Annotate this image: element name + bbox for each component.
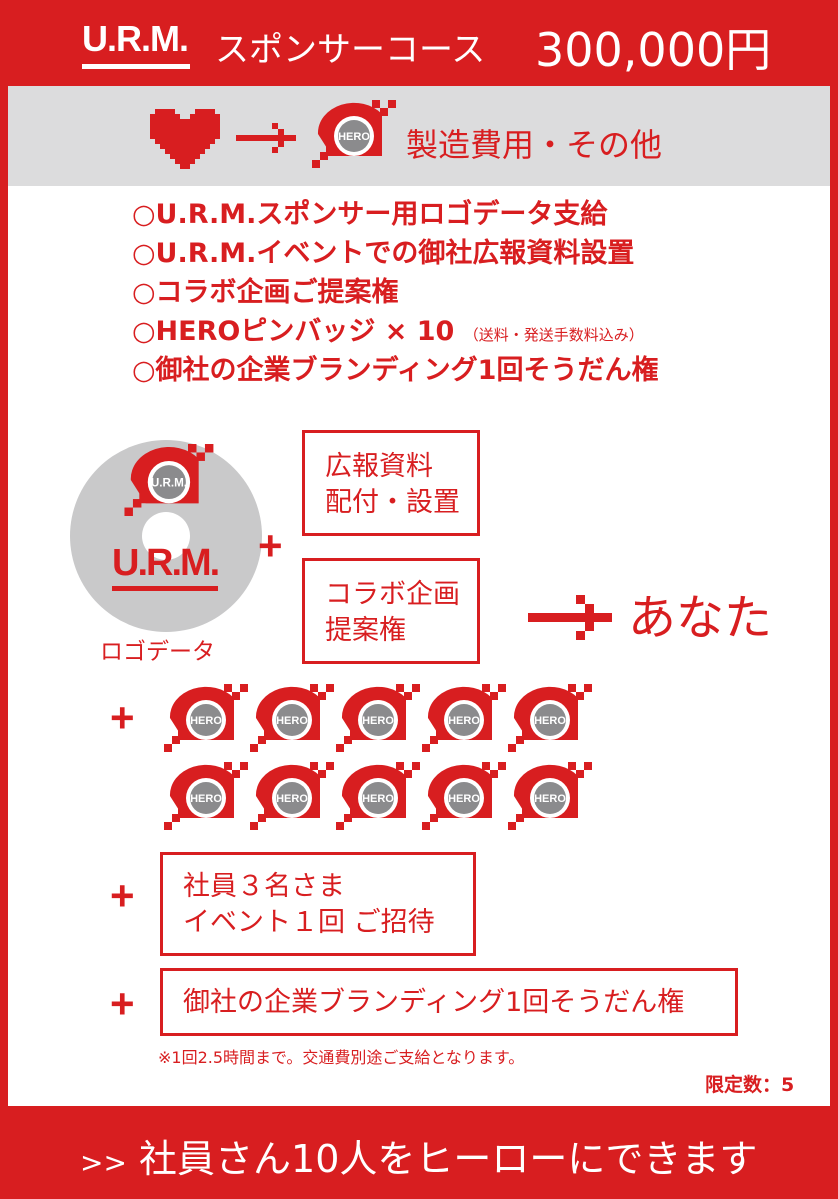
hero-pin-badge-icon: HERO xyxy=(508,762,592,830)
hero-pin-badge-text: HERO xyxy=(534,793,566,805)
hero-pin-badge-icon: HERO xyxy=(508,684,592,752)
hero-pin-badge-icon: HERO xyxy=(250,762,334,830)
benefit-pin-badges-text: ○HEROピンバッジ × 10 xyxy=(132,316,455,347)
footer-arrow: >> xyxy=(80,1146,127,1179)
hero-pin-badge-icon: HERO xyxy=(250,684,334,752)
pr-materials-box: 広報資料 配付・設置 xyxy=(302,430,480,536)
disc-urm-underline xyxy=(112,586,218,591)
course-price: 300,000円 xyxy=(535,23,772,77)
event-invite-box: 社員３名さま イベント１回 ご招待 xyxy=(160,852,476,956)
result-arrow-icon xyxy=(528,595,612,640)
plus-sign: + xyxy=(110,872,135,919)
hero-pin-badge-text: HERO xyxy=(362,715,394,727)
collab-box: コラボ企画 提案権 xyxy=(302,558,480,664)
hero-pin-badge-icon: HERO xyxy=(336,762,420,830)
urm-badge-text: U.R.M. xyxy=(151,476,187,489)
benefit-pr-materials: ○U.R.M.イベントでの御社広報資料設置 xyxy=(132,238,635,269)
urm-logo: U.R.M. xyxy=(82,18,189,59)
result-you: あなた xyxy=(628,590,773,646)
hero-badge-icon: HERO xyxy=(312,100,396,168)
pixel-arrow-icon xyxy=(236,123,296,153)
hero-pin-badge-text: HERO xyxy=(448,793,480,805)
plus-sign: + xyxy=(258,522,283,569)
hero-pin-badge-icon: HERO xyxy=(164,684,248,752)
hero-badge-text: HERO xyxy=(338,131,370,143)
hero-pin-badge-text: HERO xyxy=(276,793,308,805)
limit-count: 限定数：5 xyxy=(705,1074,795,1096)
disc-urm-logo: U.R.M. xyxy=(112,542,220,584)
pr-materials-line2: 配付・設置 xyxy=(325,487,460,518)
footer-text: 社員さん10人をヒーローにできます xyxy=(139,1137,758,1181)
hero-pin-badge-text: HERO xyxy=(534,715,566,727)
pixel-heart-icon xyxy=(150,109,220,169)
benefit-collab: ○コラボ企画ご提案権 xyxy=(132,277,399,308)
hero-pin-badge-text: HERO xyxy=(190,715,222,727)
pr-materials-line1: 広報資料 xyxy=(325,451,433,482)
header: U.R.M. スポンサーコース 300,000円 xyxy=(0,0,838,86)
hero-pin-badge-icon: HERO xyxy=(422,762,506,830)
benefit-pin-badges-note: （送料・発送手数料込み） xyxy=(463,326,644,344)
logo-disc-hole xyxy=(142,512,190,560)
branding-box: 御社の企業ブランディング1回そうだん権 xyxy=(160,968,738,1036)
benefit-branding: ○御社の企業ブランディング1回そうだん権 xyxy=(132,355,659,386)
benefit-logo-data: ○U.R.M.スポンサー用ロゴデータ支給 xyxy=(132,199,608,230)
urm-badge-icon: U.R.M. xyxy=(124,444,214,516)
cost-band xyxy=(8,86,830,186)
plus-sign: + xyxy=(110,980,135,1027)
hero-pin-badge-text: HERO xyxy=(448,715,480,727)
urm-logo-underline xyxy=(82,64,190,69)
event-invite-line1: 社員３名さま xyxy=(183,871,345,902)
footer: >> 社員さん10人をヒーローにできます xyxy=(0,1106,838,1199)
course-title: スポンサーコース xyxy=(215,30,486,70)
hero-pin-badge-icon: HERO xyxy=(422,684,506,752)
logo-data-label: ロゴデータ xyxy=(100,639,215,665)
branding-text: 御社の企業ブランディング1回そうだん権 xyxy=(183,987,685,1018)
time-note: ※1回2.5時間まで。交通費別途ご支給となります。 xyxy=(158,1048,525,1067)
hero-pin-badge-icon: HERO xyxy=(164,762,248,830)
hero-pin-badge-text: HERO xyxy=(190,793,222,805)
hero-pin-badge-text: HERO xyxy=(276,715,308,727)
benefit-list: ○U.R.M.スポンサー用ロゴデータ支給 ○U.R.M.イベントでの御社広報資料… xyxy=(132,195,658,390)
collab-line2: 提案権 xyxy=(325,615,406,646)
cost-label: 製造費用・その他 xyxy=(406,126,663,164)
footer-message: >> 社員さん10人をヒーローにできます xyxy=(80,1128,757,1183)
collab-line1: コラボ企画 xyxy=(325,579,460,610)
plus-sign: + xyxy=(110,694,135,741)
hero-pin-badge-icon: HERO xyxy=(336,684,420,752)
event-invite-line2: イベント１回 ご招待 xyxy=(183,907,435,938)
hero-pin-badge-text: HERO xyxy=(362,793,394,805)
benefit-pin-badges: ○HEROピンバッジ × 10 （送料・発送手数料込み） xyxy=(132,312,658,351)
